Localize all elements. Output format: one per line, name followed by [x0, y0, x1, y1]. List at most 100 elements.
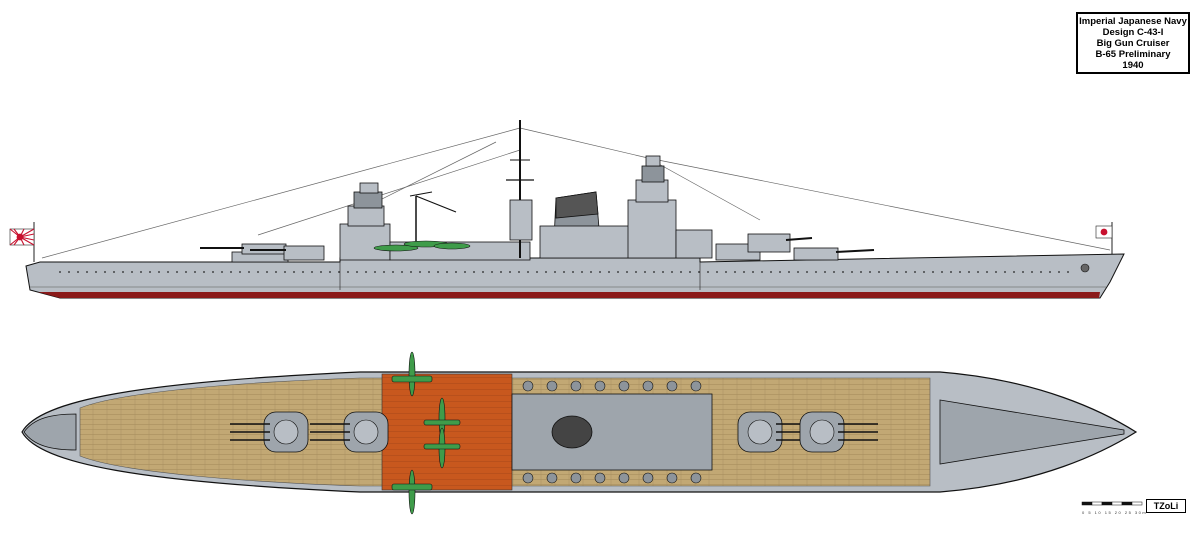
porthole [446, 271, 448, 273]
scale-segment [1101, 501, 1113, 506]
funnel-top [551, 415, 593, 449]
porthole [1013, 271, 1015, 273]
profile-view [9, 120, 1125, 299]
porthole [392, 271, 394, 273]
porthole [428, 271, 430, 273]
porthole [887, 271, 889, 273]
porthole [1031, 271, 1033, 273]
porthole [635, 271, 637, 273]
stern-plan [23, 413, 77, 451]
porthole [203, 271, 205, 273]
porthole [608, 271, 610, 273]
aa-mount [666, 380, 678, 392]
porthole [905, 271, 907, 273]
aa-mount [522, 472, 534, 484]
porthole [248, 271, 250, 273]
porthole [536, 271, 538, 273]
scale-segment [1091, 501, 1103, 506]
aa-mount [546, 472, 558, 484]
porthole [365, 271, 367, 273]
porthole [1004, 271, 1006, 273]
porthole [914, 271, 916, 273]
porthole [86, 271, 88, 273]
main-turrets [230, 411, 878, 453]
aa-mount [618, 380, 630, 392]
porthole [752, 271, 754, 273]
hinomaru-flag [1095, 222, 1113, 258]
title-line-3: Big Gun Cruiser [1096, 37, 1170, 49]
aa-mount [690, 380, 702, 392]
porthole [977, 271, 979, 273]
porthole [842, 271, 844, 273]
porthole [167, 271, 169, 273]
scale-bar [1081, 501, 1143, 506]
scale-segment [1111, 501, 1123, 506]
porthole [716, 271, 718, 273]
porthole [1058, 271, 1060, 273]
aa-mount [570, 472, 582, 484]
porthole [806, 271, 808, 273]
porthole [257, 271, 259, 273]
porthole [797, 271, 799, 273]
porthole [788, 271, 790, 273]
porthole [815, 271, 817, 273]
profile-aircraft [373, 240, 471, 252]
porthole [527, 271, 529, 273]
porthole [59, 271, 61, 273]
porthole [581, 271, 583, 273]
porthole [410, 271, 412, 273]
porthole [437, 271, 439, 273]
central-superstructure-plan [511, 393, 713, 471]
aa-mount [546, 380, 558, 392]
porthole [941, 271, 943, 273]
aa-mount [594, 380, 606, 392]
porthole [743, 271, 745, 273]
title-line-2: Design C-43-I [1102, 26, 1164, 38]
superstructure [200, 120, 875, 263]
author-logo: TZoLi [1146, 499, 1186, 513]
porthole [698, 271, 700, 273]
porthole [959, 271, 961, 273]
porthole [194, 271, 196, 273]
porthole [77, 271, 79, 273]
porthole [626, 271, 628, 273]
porthole [176, 271, 178, 273]
porthole [221, 271, 223, 273]
porthole [590, 271, 592, 273]
porthole [545, 271, 547, 273]
porthole [293, 271, 295, 273]
boot-topping [38, 292, 1100, 298]
porthole [968, 271, 970, 273]
porthole [419, 271, 421, 273]
aa-mount [642, 472, 654, 484]
porthole [653, 271, 655, 273]
scale-segment [1121, 501, 1133, 506]
porthole [284, 271, 286, 273]
porthole [140, 271, 142, 273]
porthole [824, 271, 826, 273]
anchor-icon [1080, 263, 1090, 273]
porthole [473, 271, 475, 273]
porthole [383, 271, 385, 273]
porthole [644, 271, 646, 273]
porthole [464, 271, 466, 273]
porthole [932, 271, 934, 273]
porthole [689, 271, 691, 273]
porthole [482, 271, 484, 273]
aa-mount [666, 472, 678, 484]
porthole [266, 271, 268, 273]
porthole [518, 271, 520, 273]
porthole [302, 271, 304, 273]
scale-caption: 0 5 10 15 20 25 30m [1082, 510, 1148, 515]
rising-sun-flag [9, 222, 35, 262]
title-line-4: B-65 Preliminary [1095, 48, 1171, 60]
porthole [671, 271, 673, 273]
turret-ring [273, 419, 299, 445]
rigging [41, 127, 1111, 259]
porthole [878, 271, 880, 273]
porthole [563, 271, 565, 273]
turret-ring [747, 419, 773, 445]
porthole [104, 271, 106, 273]
porthole [329, 271, 331, 273]
porthole [734, 271, 736, 273]
